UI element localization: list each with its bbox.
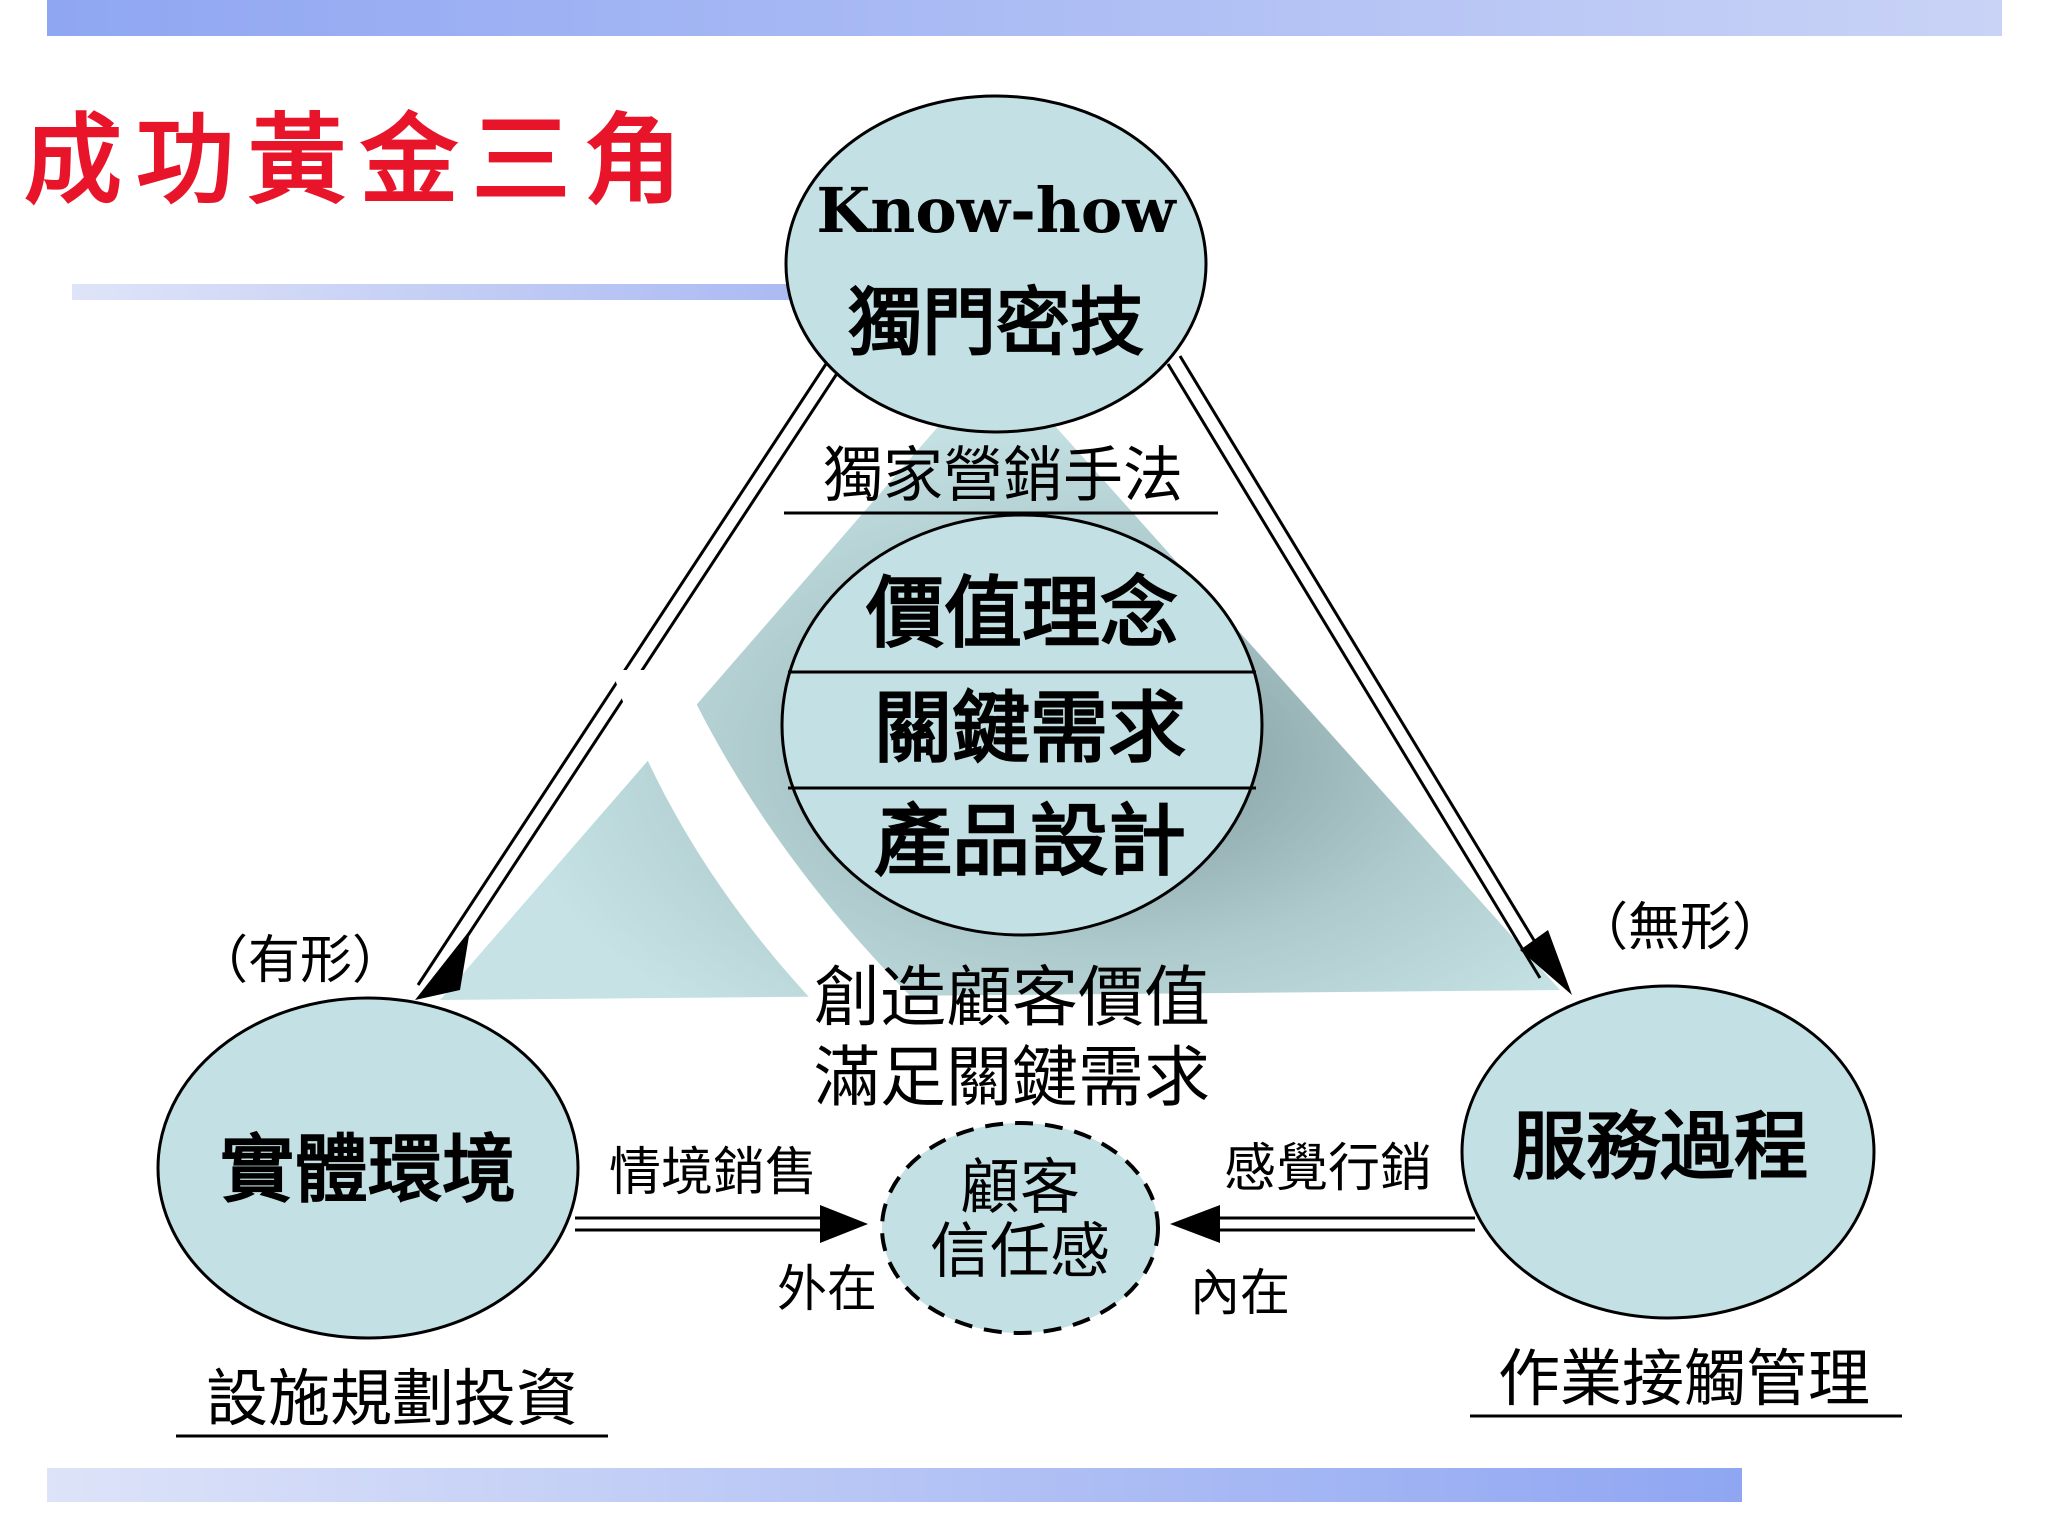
left-arrow-label: 情境銷售 [609,1143,817,1203]
top-node-ellipse [784,94,1208,434]
title-underline-bar [72,284,812,300]
left-node-tag: （有形） [196,931,404,991]
left-node-label: 實體環境 [220,1127,516,1213]
top-decor-bar [47,0,2002,36]
center-text-line-2: 滿足關鍵需求 [814,1039,1210,1116]
arrowhead-to-left-node [415,930,470,1000]
trust-node-line-1: 顧客 [960,1153,1080,1223]
right-node-label: 服務過程 [1512,1104,1808,1190]
trust-node-ellipse [880,1121,1160,1335]
center-stack-row-2: 關鍵需求 [874,684,1186,774]
right-arrow-label: 感覺行銷 [1224,1139,1432,1199]
top-node-label: 獨門密技 [848,280,1144,366]
right-node-ellipse [1460,984,1876,1320]
right-node-caption: 作業接觸管理 [1498,1342,1870,1415]
center-stack-row-1: 價值理念 [865,569,1178,659]
arrow-right-to-trust [1200,1216,1475,1232]
right-arrow-sublabel: 內在 [1190,1264,1290,1322]
center-text-line-1: 創造顧客價值 [814,959,1210,1036]
bottom-decor-bar [47,1468,1742,1502]
top-caption: 獨家營銷手法 [823,441,1183,511]
arrowhead-to-right-node [1520,930,1572,995]
arrowhead-left-to-trust [820,1205,868,1243]
edge-top-right [1166,355,1554,979]
arrow-left-to-trust [575,1216,840,1232]
trust-node-line-2: 信任感 [930,1217,1110,1287]
page-title: 成功黃金三角 [24,104,697,218]
left-node-caption: 設施規劃投資 [206,1362,578,1435]
left-node-ellipse [156,996,580,1340]
white-curved-band [612,670,935,1072]
center-stack-row-3: 產品設計 [874,797,1186,887]
top-node-heading: Know-how [816,174,1177,247]
right-node-tag: （無形） [1576,898,1784,958]
center-stack-ellipse [780,513,1264,937]
left-arrow-sublabel: 外在 [777,1260,877,1318]
arrowhead-right-to-trust [1170,1205,1220,1243]
